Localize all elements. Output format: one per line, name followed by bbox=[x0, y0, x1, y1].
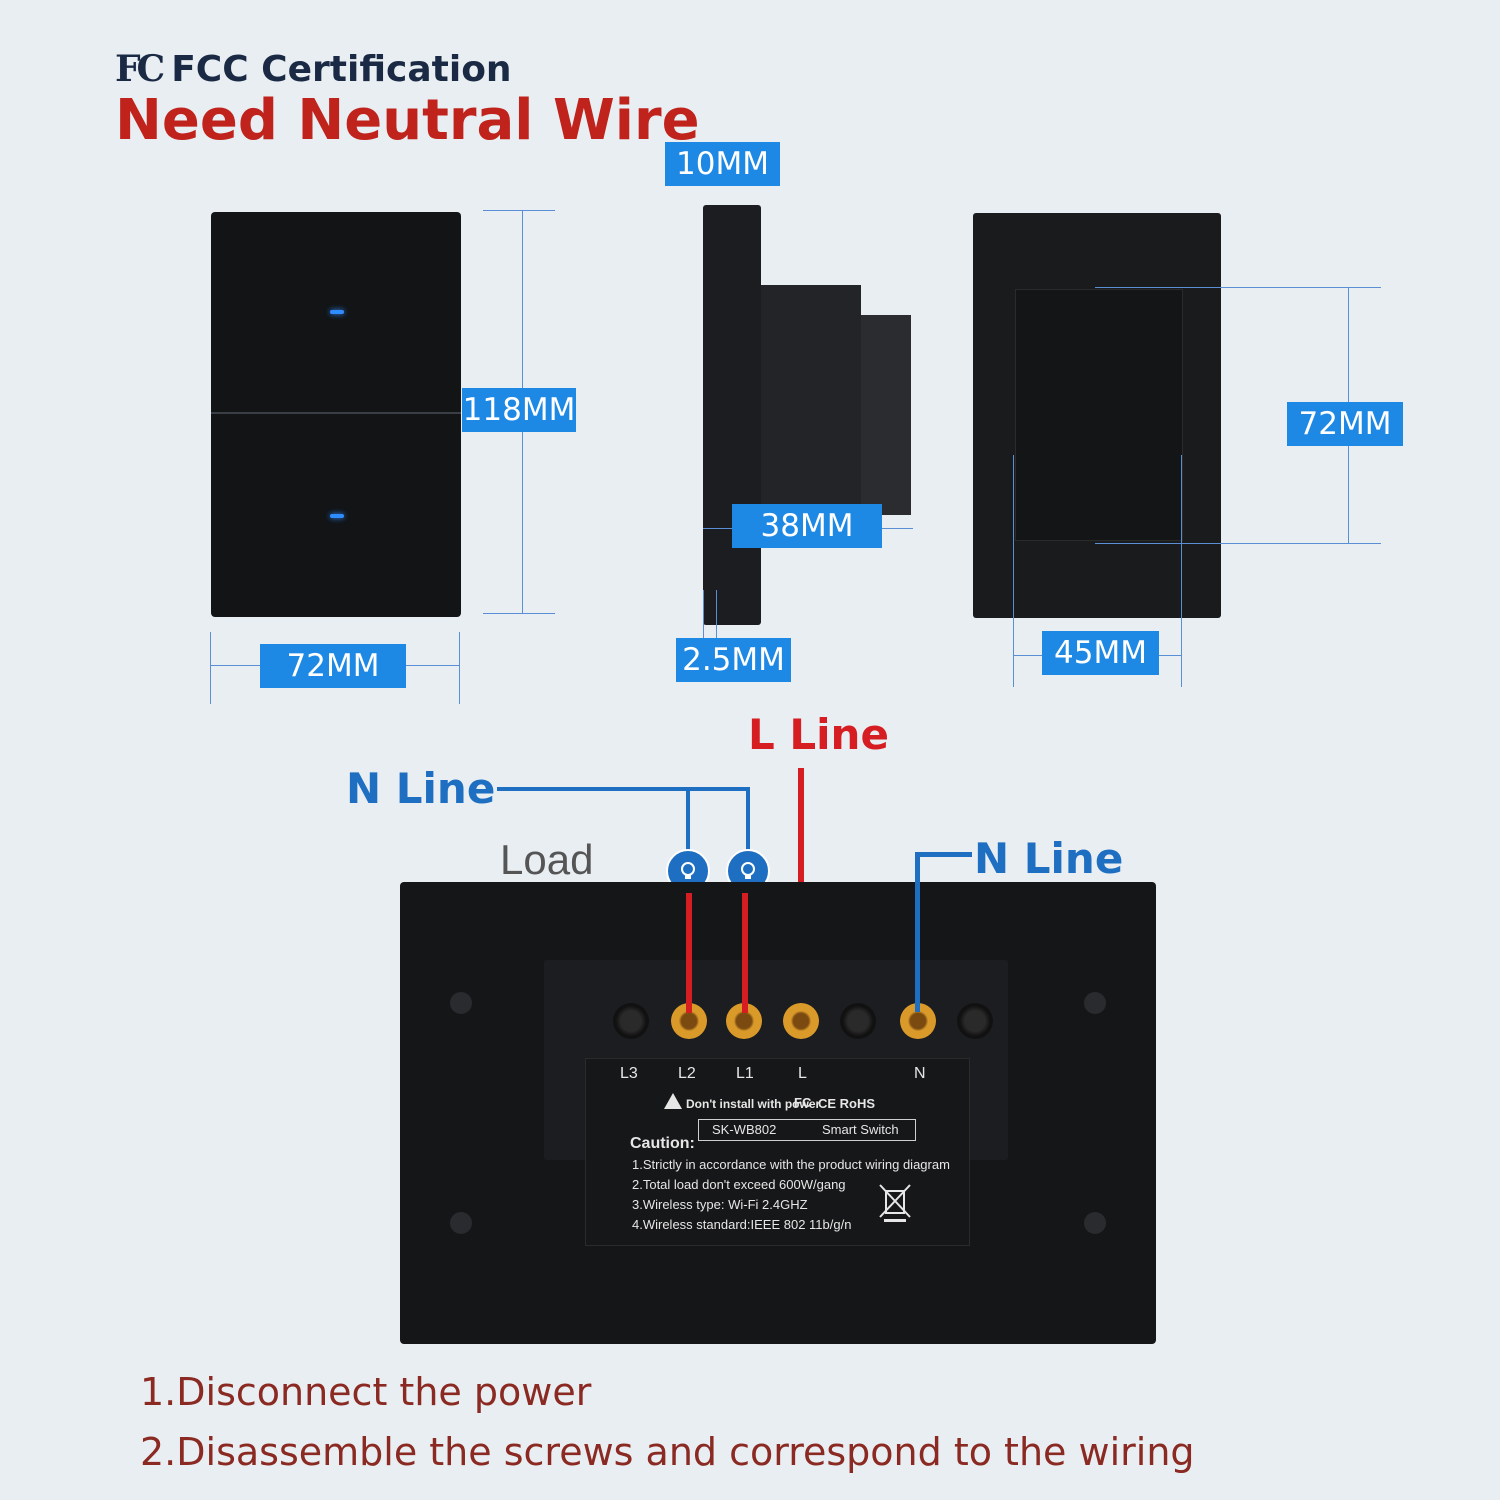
side-body-back bbox=[861, 315, 911, 515]
warning-icon bbox=[664, 1093, 682, 1109]
model-box bbox=[698, 1119, 916, 1141]
dim-line bbox=[1181, 455, 1182, 687]
led-indicator-bottom bbox=[330, 514, 344, 518]
side-plate-label: 2.5MM bbox=[676, 638, 791, 682]
n-wire bbox=[497, 787, 750, 791]
gang-divider bbox=[211, 412, 461, 414]
front-width-label: 72MM bbox=[260, 644, 406, 688]
dim-line bbox=[1095, 287, 1381, 288]
switch-side-view bbox=[703, 205, 913, 625]
back-module bbox=[1015, 289, 1183, 541]
warning-text: Don't install with power bbox=[686, 1097, 821, 1111]
terminal-label-n: N bbox=[914, 1065, 926, 1082]
fc-mark: FC bbox=[794, 1095, 812, 1110]
step-2: 2.Disassemble the screws and correspond … bbox=[140, 1430, 1195, 1474]
n-wire bbox=[746, 787, 750, 853]
dim-line bbox=[1095, 543, 1381, 544]
dim-line bbox=[703, 590, 704, 646]
terminal-label-l3: L3 bbox=[620, 1065, 638, 1082]
terminal-screw-l3 bbox=[613, 1003, 649, 1039]
side-top-depth-label: 10MM bbox=[665, 142, 780, 186]
led-indicator-top bbox=[330, 310, 344, 314]
model-number: SK-WB802 bbox=[712, 1122, 777, 1137]
load-wire bbox=[686, 893, 692, 1013]
back-width-label: 45MM bbox=[1042, 631, 1159, 675]
load-label: Load bbox=[500, 836, 594, 883]
caution-title: Caution: bbox=[630, 1135, 695, 1152]
terminal-screw-l bbox=[783, 1003, 819, 1039]
fcc-header: FC FCC Certification bbox=[115, 48, 512, 90]
back-height-label: 72MM bbox=[1287, 402, 1403, 446]
dim-line bbox=[210, 632, 211, 704]
n-line-label-right: N Line bbox=[974, 834, 1124, 883]
ce-rohs-mark: CE RoHS bbox=[818, 1096, 876, 1111]
front-height-label: 118MM bbox=[462, 388, 576, 432]
side-depth-label: 38MM bbox=[732, 504, 882, 548]
load-wire bbox=[742, 893, 748, 1013]
l-line-label: L Line bbox=[748, 710, 889, 759]
product-name: Smart Switch bbox=[822, 1122, 899, 1137]
terminal-label-l2: L2 bbox=[678, 1065, 696, 1082]
product-label: L3 L2 L1 L N Don't install with power FC… bbox=[585, 1058, 970, 1246]
terminal-screw-empty bbox=[840, 1003, 876, 1039]
page-title: Need Neutral Wire bbox=[115, 88, 700, 153]
switch-front-view bbox=[211, 212, 461, 617]
n-wire bbox=[915, 852, 972, 857]
dim-line bbox=[483, 210, 555, 211]
caution-line: 1.Strictly in accordance with the produc… bbox=[632, 1157, 950, 1172]
n-wire bbox=[915, 852, 920, 1012]
dim-line bbox=[1013, 455, 1014, 687]
terminal-label-l: L bbox=[798, 1065, 807, 1082]
switch-back-view bbox=[973, 213, 1221, 618]
fcc-logo-icon: FC bbox=[115, 48, 165, 90]
n-line-label-left: N Line bbox=[346, 764, 496, 813]
side-plate bbox=[703, 205, 761, 625]
mounting-hole bbox=[450, 992, 472, 1014]
n-wire bbox=[686, 787, 690, 853]
caution-line: 4.Wireless standard:IEEE 802 11b/g/n bbox=[632, 1217, 852, 1232]
mounting-hole bbox=[450, 1212, 472, 1234]
dim-line bbox=[459, 632, 460, 704]
step-1: 1.Disconnect the power bbox=[140, 1370, 592, 1414]
terminal-label-l1: L1 bbox=[736, 1065, 754, 1082]
fcc-certification-text: FCC Certification bbox=[171, 48, 512, 90]
mounting-hole bbox=[1084, 992, 1106, 1014]
caution-line: 3.Wireless type: Wi-Fi 2.4GHZ bbox=[632, 1197, 808, 1212]
side-body bbox=[761, 285, 861, 545]
caution-line: 2.Total load don't exceed 600W/gang bbox=[632, 1177, 846, 1192]
dim-line bbox=[716, 590, 717, 646]
weee-bin-icon bbox=[879, 1184, 911, 1222]
mounting-hole bbox=[1084, 1212, 1106, 1234]
dim-line bbox=[483, 613, 555, 614]
terminal-screw-empty bbox=[957, 1003, 993, 1039]
